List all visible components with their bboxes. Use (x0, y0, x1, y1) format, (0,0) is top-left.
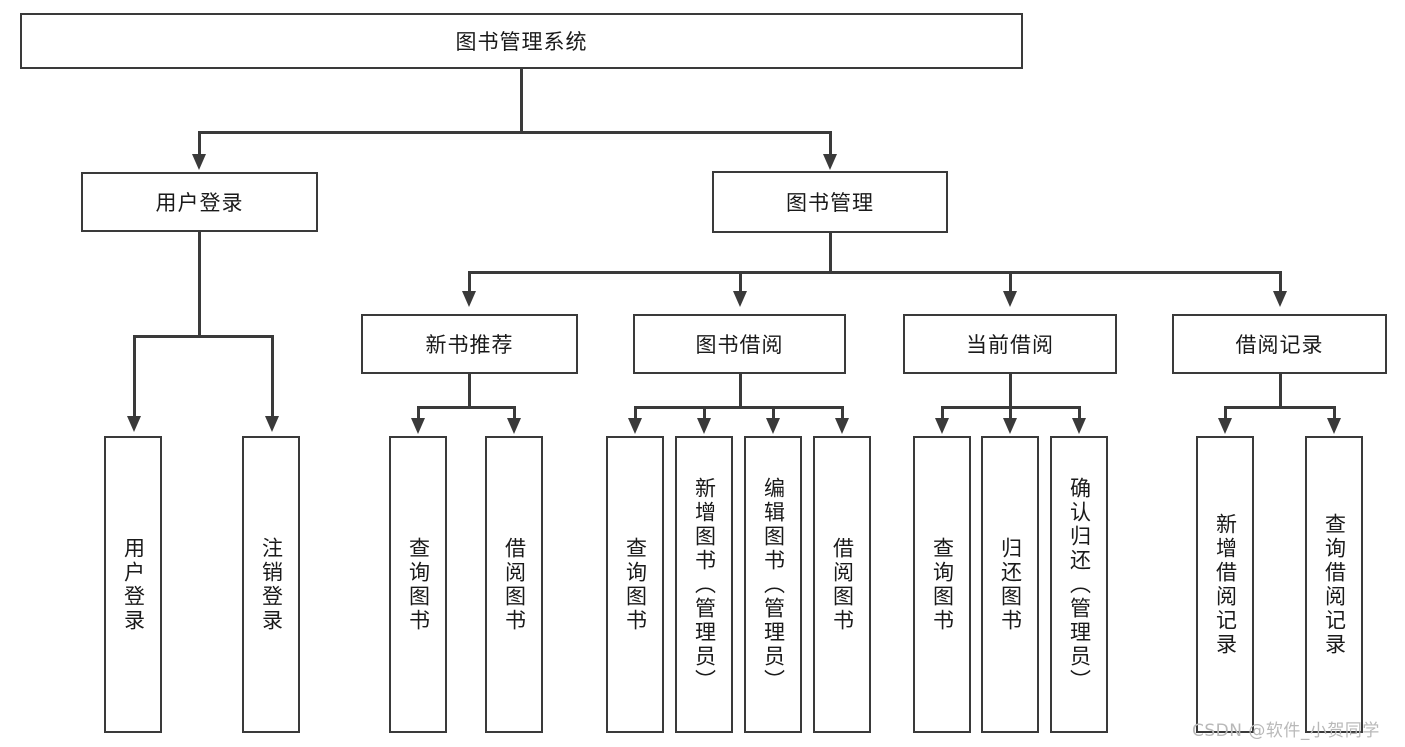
leaf-user-login[interactable]: 用户登录 (104, 436, 162, 733)
connector-user-login-bus (133, 335, 273, 338)
connector-borrow-record-stem (1279, 374, 1282, 408)
arrow-br-to-leaf-1 (1218, 418, 1232, 434)
leaf-label: 用户登录 (121, 536, 146, 633)
arrow-to-book-borrow (733, 291, 747, 307)
leaf-borrow-book[interactable]: 借阅图书 (813, 436, 871, 733)
node-current-borrow[interactable]: 当前借阅 (903, 314, 1117, 374)
leaf-label: 查询图书 (930, 536, 955, 633)
csdn-watermark: CSDN @软件_小贺同学 (1192, 721, 1380, 741)
arrow-to-new-book-recommend (462, 291, 476, 307)
leaf-label: 新增借阅记录 (1213, 512, 1238, 657)
connector-root-bus (198, 131, 832, 134)
connector-user-login-to-leaf-1 (133, 335, 136, 418)
connector-to-new-book-recommend (468, 271, 471, 293)
node-root-book-management-system[interactable]: 图书管理系统 (20, 13, 1023, 69)
arrow-to-borrow-record (1273, 291, 1287, 307)
leaf-query-book-borrow[interactable]: 查询图书 (606, 436, 664, 733)
leaf-label: 归还图书 (998, 536, 1023, 633)
node-label: 图书借阅 (695, 333, 784, 357)
connector-user-login-stem (198, 232, 201, 337)
connector-root-to-book-management (829, 131, 832, 156)
connector-root-stem (520, 69, 523, 131)
arrow-nbr-to-leaf-1 (411, 418, 425, 434)
arrow-root-to-book-management (823, 154, 837, 170)
node-label: 新书推荐 (425, 333, 514, 357)
leaf-logout-login[interactable]: 注销登录 (242, 436, 300, 733)
connector-cb-to-leaf-3 (1078, 406, 1081, 420)
connector-to-borrow-record (1279, 271, 1282, 293)
leaf-borrow-book-recommend[interactable]: 借阅图书 (485, 436, 543, 733)
connector-br-to-leaf-1 (1224, 406, 1227, 420)
connector-nbr-to-leaf-2 (513, 406, 516, 420)
connector-to-current-borrow (1009, 271, 1012, 293)
connector-bb-to-leaf-3 (772, 406, 775, 420)
leaf-label: 注销登录 (259, 536, 284, 633)
arrow-root-to-user-login (192, 154, 206, 170)
node-label: 图书管理 (786, 191, 874, 215)
leaf-label: 查询图书 (406, 536, 431, 633)
leaf-add-borrow-record[interactable]: 新增借阅记录 (1196, 436, 1254, 733)
connector-cb-to-leaf-2 (1009, 406, 1012, 420)
arrow-bb-to-leaf-1 (628, 418, 642, 434)
arrow-bb-to-leaf-2 (697, 418, 711, 434)
node-label: 借阅记录 (1235, 333, 1324, 357)
node-label: 用户登录 (155, 191, 244, 215)
arrow-cb-to-leaf-1 (935, 418, 949, 434)
arrow-user-login-to-leaf-1 (127, 416, 141, 432)
connector-cb-to-leaf-1 (941, 406, 944, 420)
arrow-br-to-leaf-2 (1327, 418, 1341, 434)
connector-br-to-leaf-2 (1333, 406, 1336, 420)
node-user-login[interactable]: 用户登录 (81, 172, 318, 232)
arrow-bb-to-leaf-3 (766, 418, 780, 434)
connector-bb-to-leaf-1 (634, 406, 637, 420)
arrow-cb-to-leaf-2 (1003, 418, 1017, 434)
node-label: 当前借阅 (966, 333, 1054, 357)
leaf-label: 借阅图书 (830, 536, 855, 633)
connector-nbr-to-leaf-1 (417, 406, 420, 420)
connector-current-borrow-stem (1009, 374, 1012, 408)
arrow-cb-to-leaf-3 (1072, 418, 1086, 434)
arrow-bb-to-leaf-4 (835, 418, 849, 434)
node-label: 图书管理系统 (455, 30, 588, 54)
node-borrow-record[interactable]: 借阅记录 (1172, 314, 1387, 374)
leaf-return-book[interactable]: 归还图书 (981, 436, 1039, 733)
node-book-management[interactable]: 图书管理 (712, 171, 948, 233)
arrow-to-current-borrow (1003, 291, 1017, 307)
leaf-label: 编辑图书（管理员） (761, 476, 786, 693)
connector-new-book-recommend-bus (417, 406, 516, 409)
connector-level3-bus (468, 271, 1280, 274)
leaf-query-book-current[interactable]: 查询图书 (913, 436, 971, 733)
leaf-query-borrow-record[interactable]: 查询借阅记录 (1305, 436, 1363, 733)
leaf-confirm-return-admin[interactable]: 确认归还（管理员） (1050, 436, 1108, 733)
arrow-user-login-to-leaf-2 (265, 416, 279, 432)
connector-bb-to-leaf-2 (703, 406, 706, 420)
connector-user-login-to-leaf-2 (271, 335, 274, 418)
connector-book-borrow-stem (739, 374, 742, 408)
leaf-label: 查询图书 (623, 536, 648, 633)
leaf-query-book-recommend[interactable]: 查询图书 (389, 436, 447, 733)
leaf-edit-book-admin[interactable]: 编辑图书（管理员） (744, 436, 802, 733)
node-book-borrow[interactable]: 图书借阅 (633, 314, 846, 374)
leaf-label: 新增图书（管理员） (692, 476, 717, 693)
leaf-add-book-admin[interactable]: 新增图书（管理员） (675, 436, 733, 733)
connector-bb-to-leaf-4 (841, 406, 844, 420)
connector-borrow-record-bus (1224, 406, 1335, 409)
connector-to-book-borrow (739, 271, 742, 293)
arrow-nbr-to-leaf-2 (507, 418, 521, 434)
connector-root-to-user-login (198, 131, 201, 156)
leaf-label: 确认归还（管理员） (1067, 476, 1092, 693)
leaf-label: 借阅图书 (502, 536, 527, 633)
connector-book-borrow-bus (634, 406, 842, 409)
connector-book-management-stem (829, 233, 832, 273)
connector-new-book-recommend-stem (468, 374, 471, 408)
node-new-book-recommend[interactable]: 新书推荐 (361, 314, 578, 374)
leaf-label: 查询借阅记录 (1322, 512, 1347, 657)
